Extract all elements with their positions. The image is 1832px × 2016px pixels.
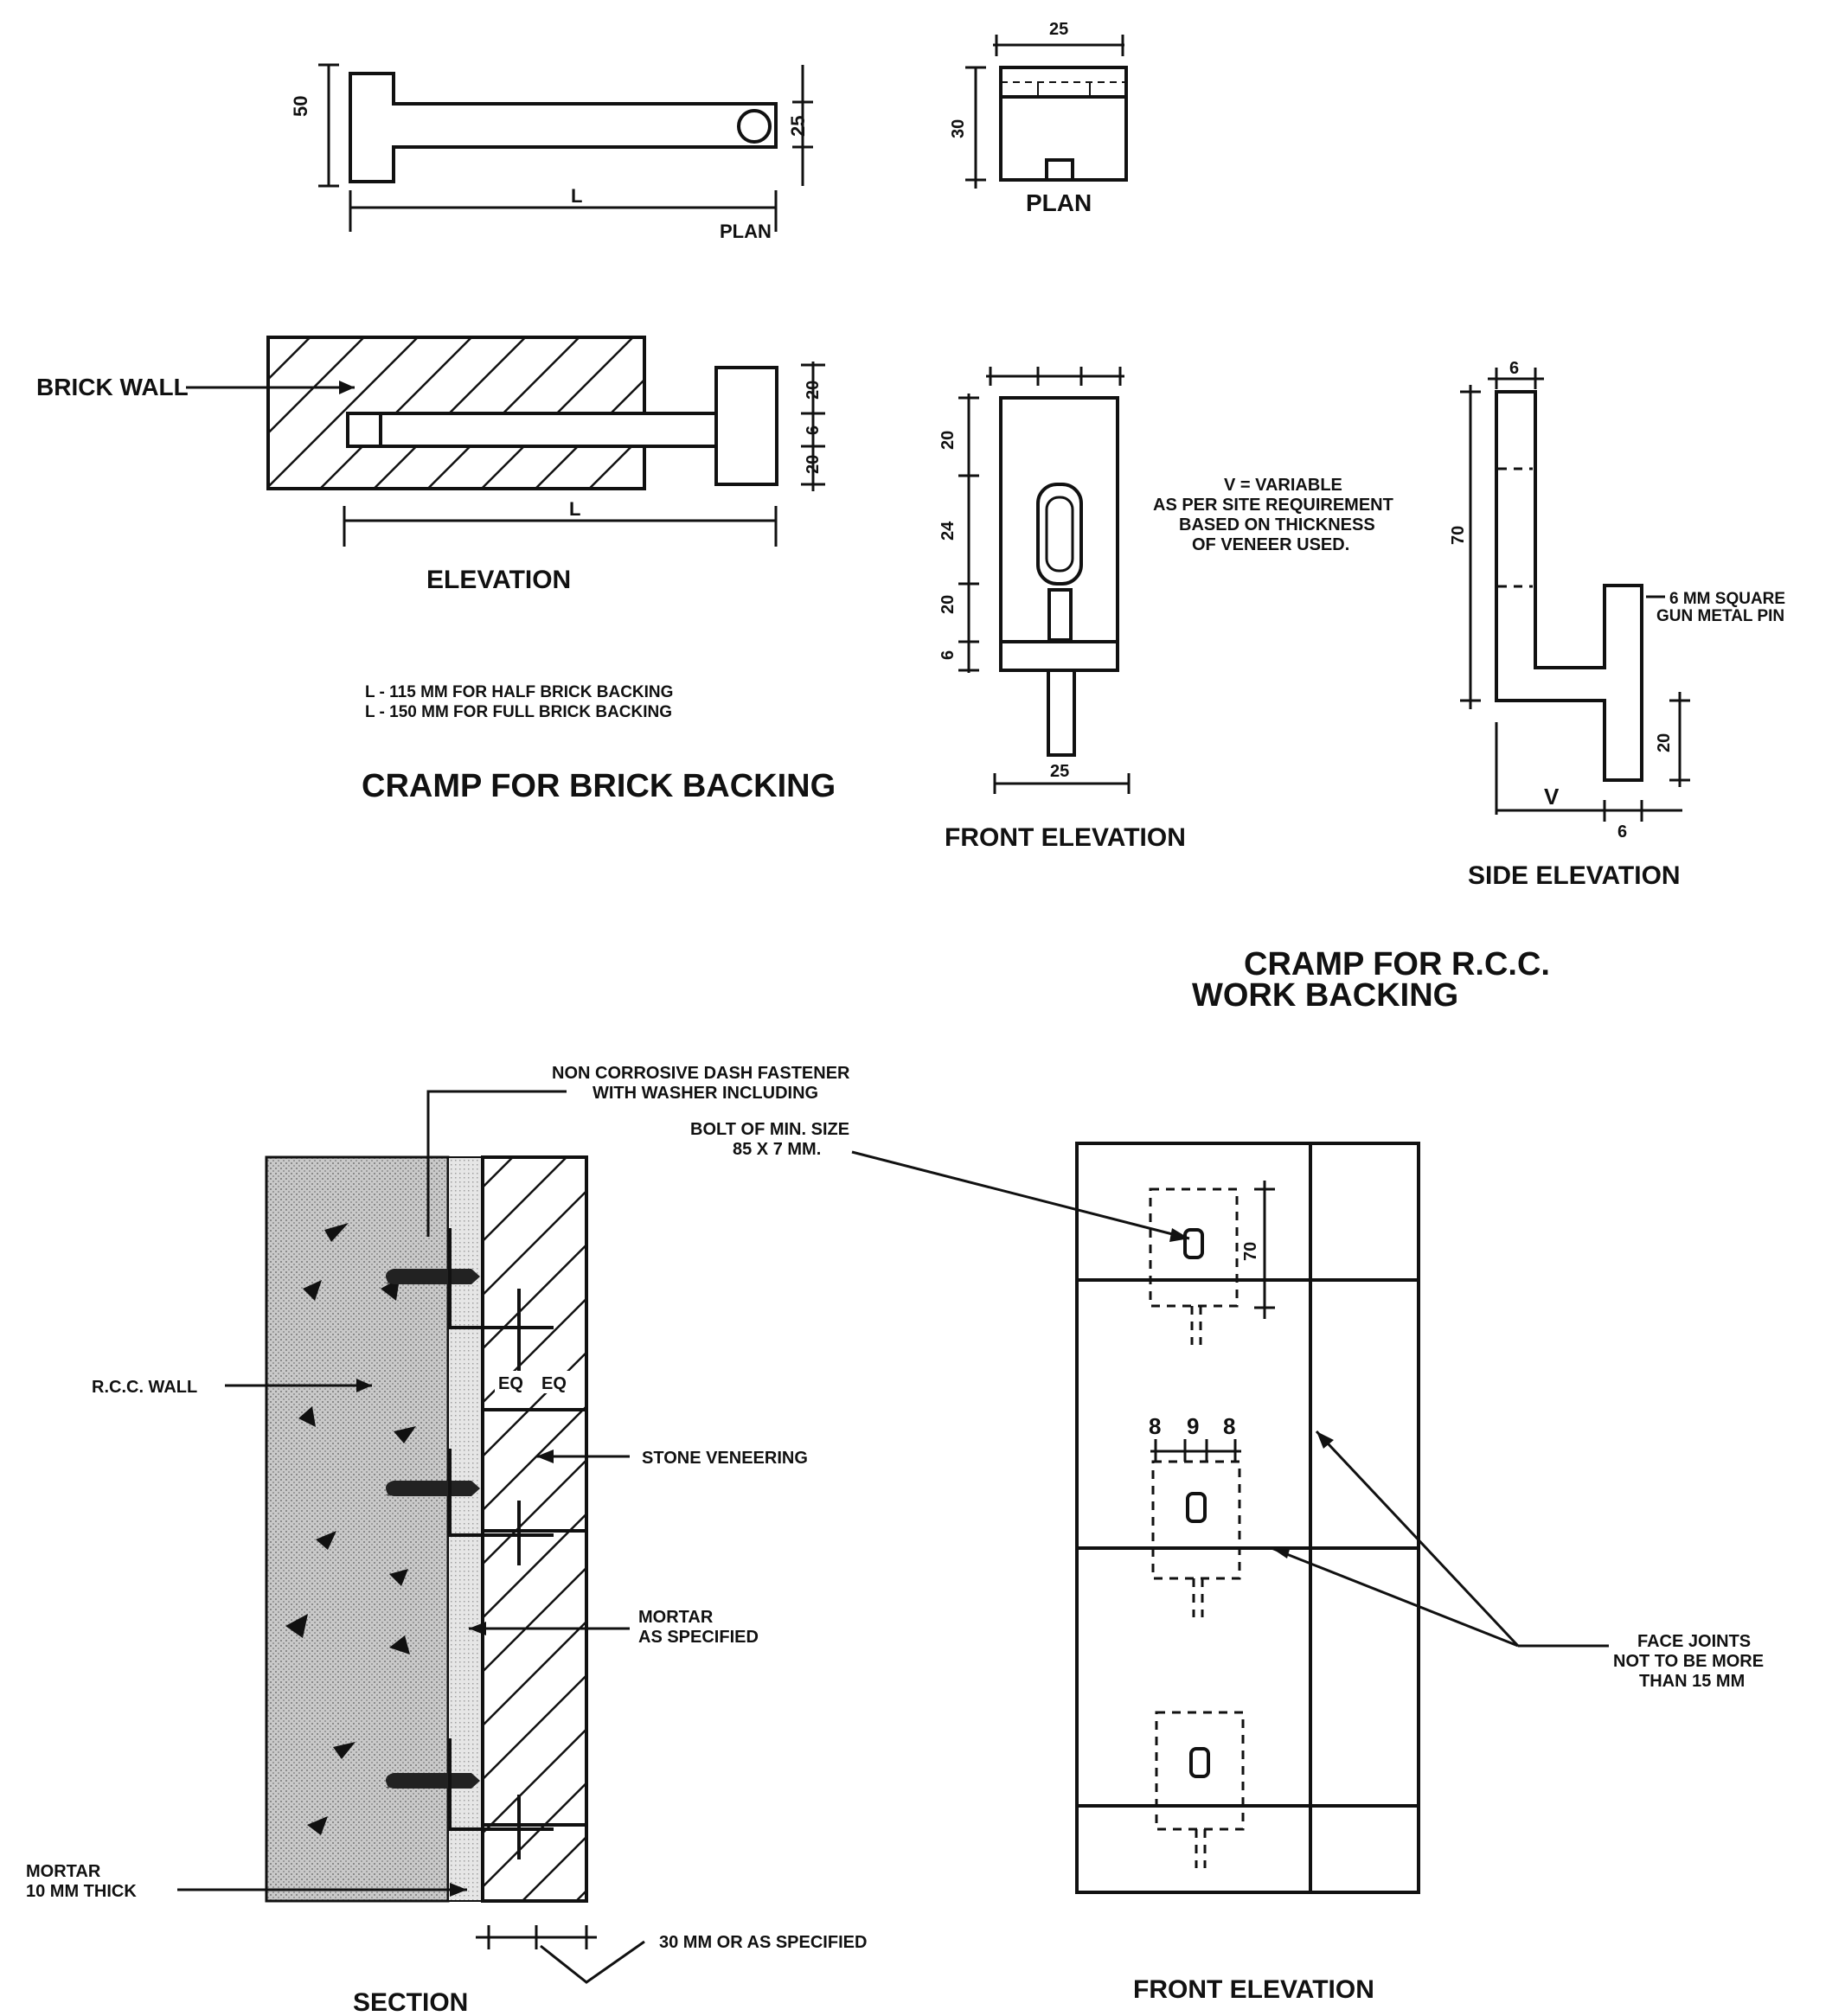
variable-note: V = VARIABLE AS PER SITE REQUIREMENT BAS… bbox=[1153, 476, 1393, 554]
clamp-outline-1 bbox=[1149, 1187, 1239, 1345]
rcc-title-line-2: WORK BACKING bbox=[1192, 977, 1458, 1014]
fastener-2 bbox=[386, 1449, 554, 1565]
brick-cramp-elevation: BRICK WALL 20 6 20 L ELEVATION bbox=[36, 336, 825, 594]
rcc-side-elevation: 6 70 20 V 6 6 MM SQUARE GUN METAL PIN SI… bbox=[1449, 359, 1785, 890]
rcc-front-elevation: 20 24 20 6 25 FRONT ELEVATION bbox=[938, 367, 1186, 852]
concrete-aggregate bbox=[285, 1223, 416, 1835]
plan-dim-end: 25 bbox=[787, 116, 809, 137]
plan-dim-width: 50 bbox=[290, 96, 311, 117]
fe-dim-4: 6 bbox=[938, 650, 958, 660]
gap-label: 30 MM OR AS SPECIFIED bbox=[659, 1933, 867, 1952]
bolt-note-line-1: BOLT OF MIN. SIZE bbox=[690, 1120, 849, 1139]
rcc-wall-label: R.C.C. WALL bbox=[92, 1378, 197, 1397]
variable-note-line-2: AS PER SITE REQUIREMENT bbox=[1153, 496, 1393, 515]
brick-plan-label: PLAN bbox=[720, 221, 772, 242]
pin-note-line-2: GUN METAL PIN bbox=[1656, 607, 1784, 625]
rcc-plan-dim-width: 25 bbox=[1049, 20, 1068, 39]
side-dim-v: V bbox=[1544, 784, 1560, 810]
side-dim-pin: 20 bbox=[1655, 733, 1674, 752]
mortar-label-line-2: AS SPECIFIED bbox=[638, 1628, 759, 1647]
brick-wall-label: BRICK WALL bbox=[36, 374, 189, 400]
fe-dim-2: 24 bbox=[938, 521, 958, 541]
plan-dim-length: L bbox=[571, 185, 582, 207]
clamp-outline-2 bbox=[1151, 1460, 1241, 1617]
fastener-note-line-2: WITH WASHER INCLUDING bbox=[593, 1084, 818, 1103]
fastener-note-line-1: NON CORROSIVE DASH FASTENER bbox=[552, 1064, 850, 1083]
fe-dim-8-left: 8 bbox=[1149, 1413, 1161, 1439]
mortar-label-line-1: MORTAR bbox=[638, 1608, 714, 1627]
front-elevation-panel: 70 8 9 8 BOLT OF MIN. SIZE 85 X 7 MM. FA… bbox=[690, 1120, 1764, 2004]
side-dim-pin-width: 6 bbox=[1617, 822, 1627, 842]
bolt-note-line-2: 85 X 7 MM. bbox=[733, 1140, 821, 1159]
fastener-1 bbox=[386, 1228, 554, 1371]
eq-label-1: EQ bbox=[498, 1374, 523, 1393]
elev-dim-bottom: 20 bbox=[804, 455, 823, 474]
brick-cramp-title: CRAMP FOR BRICK BACKING bbox=[362, 768, 836, 804]
stone-veneer-label: STONE VENEERING bbox=[642, 1449, 808, 1468]
elev-dim-mid: 6 bbox=[804, 426, 823, 435]
rcc-title-line-1: CRAMP FOR R.C.C. bbox=[1244, 946, 1550, 982]
brick-cramp-plan: 50 25 L PLAN bbox=[290, 63, 813, 242]
section-view: NON CORROSIVE DASH FASTENER WITH WASHER … bbox=[26, 1064, 867, 2016]
variable-note-line-4: OF VENEER USED. bbox=[1192, 535, 1349, 554]
note-half-brick: L - 115 MM FOR HALF BRICK BACKING bbox=[365, 683, 673, 701]
fe-dim-8-right: 8 bbox=[1223, 1413, 1235, 1439]
face-joint-note-line-3: THAN 15 MM bbox=[1639, 1672, 1745, 1691]
fastener-3 bbox=[386, 1738, 554, 1859]
mortar-thick-label-line-2: 10 MM THICK bbox=[26, 1882, 137, 1901]
pin-note-line-1: 6 MM SQUARE bbox=[1669, 590, 1785, 608]
rcc-front-elevation-label: FRONT ELEVATION bbox=[945, 823, 1186, 852]
fe-dim-3: 20 bbox=[938, 595, 958, 614]
note-full-brick: L - 150 MM FOR FULL BRICK BACKING bbox=[365, 703, 672, 721]
fe-dim-1: 20 bbox=[938, 431, 958, 450]
fe-dim-70: 70 bbox=[1241, 1242, 1260, 1261]
brick-cramp-notes: L - 115 MM FOR HALF BRICK BACKING L - 15… bbox=[362, 683, 836, 804]
mortar-thick-label-line-1: MORTAR bbox=[26, 1862, 101, 1881]
side-dim-height: 70 bbox=[1449, 526, 1468, 545]
face-joint-note-line-1: FACE JOINTS bbox=[1637, 1632, 1751, 1651]
elev-dim-top: 20 bbox=[804, 381, 823, 400]
elev-dim-length: L bbox=[569, 498, 580, 520]
rcc-cramp-plan: 25 30 PLAN bbox=[949, 20, 1128, 216]
brick-elevation-label: ELEVATION bbox=[426, 566, 571, 594]
variable-note-line-3: BASED ON THICKNESS bbox=[1179, 515, 1375, 534]
section-label: SECTION bbox=[353, 1988, 468, 2016]
variable-note-line-1: V = VARIABLE bbox=[1224, 476, 1342, 495]
bottom-front-elevation-label: FRONT ELEVATION bbox=[1133, 1975, 1374, 2004]
eq-label-2: EQ bbox=[541, 1374, 567, 1393]
fe-dim-width: 25 bbox=[1050, 762, 1069, 781]
rcc-cramp-title: CRAMP FOR R.C.C. WORK BACKING bbox=[1192, 946, 1550, 1014]
clamp-outline-3 bbox=[1155, 1711, 1245, 1868]
rcc-side-elevation-label: SIDE ELEVATION bbox=[1468, 861, 1681, 890]
fe-dim-9: 9 bbox=[1187, 1413, 1199, 1439]
rcc-plan-dim-height: 30 bbox=[949, 119, 968, 138]
side-dim-top: 6 bbox=[1509, 359, 1519, 378]
face-joint-note-line-2: NOT TO BE MORE bbox=[1613, 1652, 1764, 1671]
rcc-plan-label: PLAN bbox=[1026, 189, 1092, 216]
